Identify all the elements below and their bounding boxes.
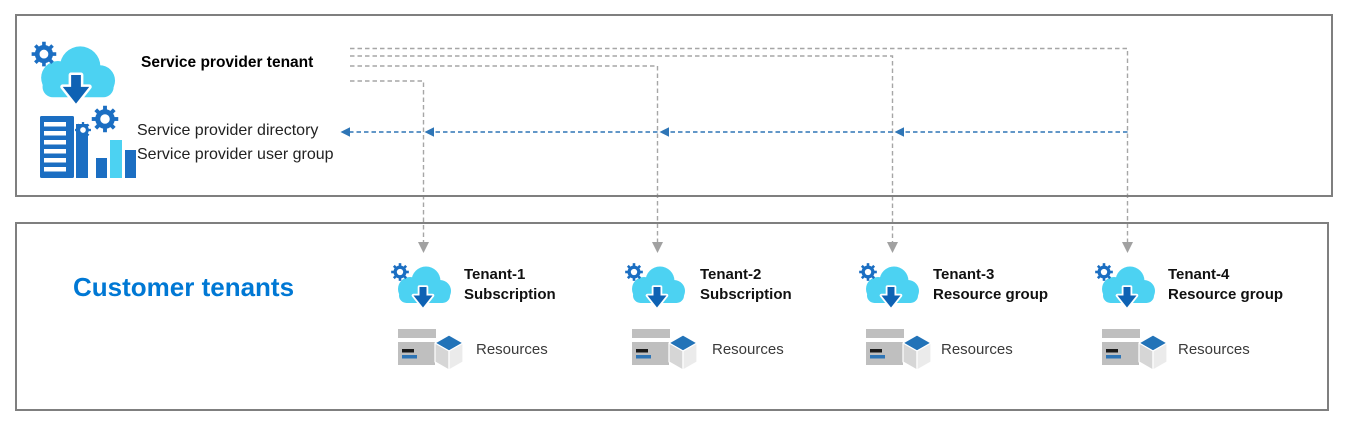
- tenant-4-resources-icon: [1102, 329, 1168, 371]
- service-provider-tenant-title: Service provider tenant: [141, 54, 314, 71]
- tenant-3-resources-icon: [866, 329, 932, 371]
- customer-tenants-box: [15, 222, 1329, 411]
- service-provider-box: [15, 14, 1333, 197]
- tenant-4-cloud-icon: [1094, 262, 1160, 312]
- tenant-2-cloud-icon: [624, 262, 690, 312]
- service-provider-tenant-icon: [30, 40, 122, 110]
- tenant-4-scope: Resource group: [1168, 286, 1284, 303]
- tenant-1-scope: Subscription: [464, 286, 556, 303]
- tenant-1-resources-label: Resources: [476, 341, 548, 358]
- tenant-3-resources-label: Resources: [941, 341, 1013, 358]
- tenant-3-name: Tenant-3: [933, 266, 995, 283]
- tenant-2-resources-icon: [632, 329, 698, 371]
- tenant-1-label: Tenant-1 Subscription: [464, 265, 556, 305]
- tenant-4-label: Tenant-4 Resource group: [1168, 265, 1283, 305]
- service-provider-directory-label: Service provider directory: [137, 122, 319, 139]
- tenant-3-label: Tenant-3 Resource group: [933, 265, 1048, 305]
- service-provider-user-group-label: Service provider user group: [137, 146, 334, 163]
- tenant-1-cloud-icon: [390, 262, 456, 312]
- tenant-4-resources-label: Resources: [1178, 341, 1250, 358]
- tenant-2-scope: Subscription: [700, 286, 792, 303]
- tenant-2-resources-label: Resources: [712, 341, 784, 358]
- tenant-3-scope: Resource group: [933, 286, 1049, 303]
- tenant-2-name: Tenant-2: [700, 266, 762, 283]
- tenant-2-label: Tenant-2 Subscription: [700, 265, 792, 305]
- tenant-1-resources-icon: [398, 329, 464, 371]
- tenant-1-name: Tenant-1: [464, 266, 526, 283]
- service-provider-directory-icon: [40, 104, 136, 178]
- tenant-3-cloud-icon: [858, 262, 924, 312]
- tenant-4-name: Tenant-4: [1168, 266, 1230, 283]
- customer-tenants-title: Customer tenants: [73, 272, 295, 302]
